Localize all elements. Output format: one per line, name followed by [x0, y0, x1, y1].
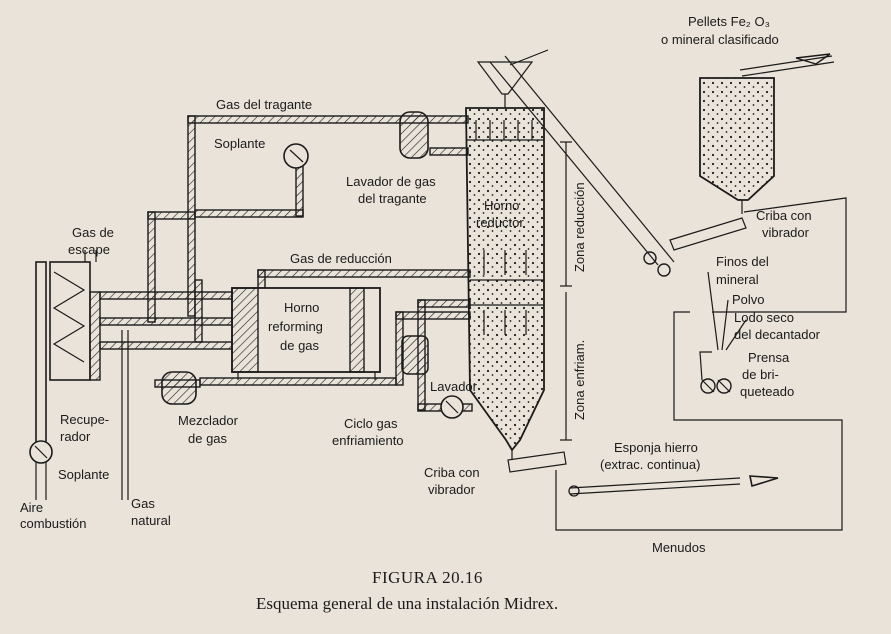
- criba-bottom-conveyor: [507, 450, 779, 497]
- label-ciclo-gas-1: Ciclo gas: [344, 416, 398, 431]
- feeds-to-prensa: [699, 271, 747, 381]
- zona-dimension-lines: [560, 141, 572, 441]
- label-criba-bottom-1: Criba con: [424, 465, 480, 480]
- label-prensa-3: queteado: [740, 384, 794, 399]
- label-lavador-tragante-2: del tragante: [358, 191, 427, 206]
- label-polvo: Polvo: [732, 292, 765, 307]
- mezclador-icon: [161, 371, 197, 405]
- label-aire-1: Aire: [20, 500, 43, 515]
- pellet-hopper: [699, 53, 835, 214]
- label-recuperador-2: rador: [60, 429, 91, 444]
- soplante-bottom-icon: [29, 440, 53, 500]
- label-prensa-1: Prensa: [748, 350, 790, 365]
- label-pellets-1: Pellets Fe₂ O₃: [688, 14, 770, 29]
- menudos-loop: [555, 311, 843, 531]
- label-finos-1: Finos del: [716, 254, 769, 269]
- label-lodo-1: Lodo seco: [734, 310, 794, 325]
- label-horno-reforming-2: reforming: [268, 319, 323, 334]
- label-esponja-2: (extrac. continua): [600, 457, 700, 472]
- gas-tragante-pipe: [147, 115, 469, 323]
- figure-caption: Esquema general de una instalación Midre…: [256, 594, 558, 613]
- figure-number: FIGURA 20.16: [372, 568, 483, 587]
- label-horno-reforming-1: Horno: [284, 300, 319, 315]
- label-aire-2: combustión: [20, 516, 86, 531]
- conveyor-incline: [489, 49, 675, 277]
- soplante-top-icon: [283, 143, 309, 169]
- criba-top: [669, 197, 847, 313]
- label-finos-2: mineral: [716, 272, 759, 287]
- label-horno-reductor-1: Horno: [484, 198, 519, 213]
- gas-reduccion-pipe: [257, 269, 471, 289]
- label-gas-escape-2: escape: [68, 242, 110, 257]
- label-gas-escape-1: Gas de: [72, 225, 114, 240]
- label-mezclador-2: de gas: [188, 431, 228, 446]
- label-horno-reforming-3: de gas: [280, 338, 320, 353]
- label-criba-top-2: vibrador: [762, 225, 810, 240]
- prensa-rollers: [700, 378, 732, 394]
- lavador-tragante-icon: [399, 111, 429, 159]
- label-mezclador-1: Mezclador: [178, 413, 239, 428]
- label-ciclo-gas-2: enfriamiento: [332, 433, 404, 448]
- label-criba-top-1: Criba con: [756, 208, 812, 223]
- label-soplante-bottom: Soplante: [58, 467, 109, 482]
- label-gas-natural-1: Gas: [131, 496, 155, 511]
- horno-reductor-vessel: [465, 61, 545, 452]
- label-zona-enfriam: Zona enfriam.: [572, 340, 587, 420]
- label-pellets-2: o mineral clasificado: [661, 32, 779, 47]
- label-lavador-tragante-1: Lavador de gas: [346, 174, 436, 189]
- label-gas-tragante: Gas del tragante: [216, 97, 312, 112]
- label-gas-reduccion: Gas de reducción: [290, 251, 392, 266]
- label-esponja-1: Esponja hierro: [614, 440, 698, 455]
- ciclo-gas-loop: [401, 299, 473, 419]
- label-prensa-2: de bri-: [742, 367, 779, 382]
- label-criba-bottom-2: vibrador: [428, 482, 476, 497]
- label-lavador: Lavador: [430, 379, 478, 394]
- label-soplante-top: Soplante: [214, 136, 265, 151]
- label-menudos: Menudos: [652, 540, 706, 555]
- label-lodo-2: del decantador: [734, 327, 821, 342]
- label-horno-reductor-2: reductor: [476, 215, 524, 230]
- label-recuperador-1: Recupe-: [60, 412, 109, 427]
- label-zona-reduccion: Zona reducción: [572, 182, 587, 272]
- label-gas-natural-2: natural: [131, 513, 171, 528]
- horno-reforming-box: [231, 287, 381, 380]
